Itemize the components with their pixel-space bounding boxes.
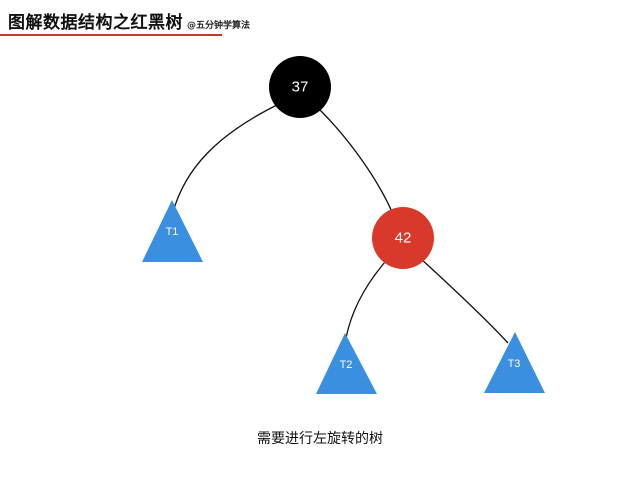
subtree-t3: T3: [484, 332, 545, 393]
subtree-t1-label: T1: [166, 226, 179, 238]
node-42: 42: [372, 207, 434, 269]
subtree-t2: T2: [316, 333, 377, 394]
title-underline: [0, 34, 222, 36]
subtree-t2-triangle: [316, 333, 377, 394]
subtree-t1: T1: [142, 200, 203, 262]
node-37: 37: [269, 56, 331, 118]
diagram-caption: 需要进行左旋转的树: [257, 431, 383, 447]
node-37-circle: [269, 56, 331, 118]
edge-37-t1: [172, 102, 282, 213]
subtree-t1-triangle: [142, 200, 203, 262]
subtree-t3-triangle: [484, 332, 545, 393]
edge-37-42: [319, 109, 393, 213]
node-42-circle: [372, 207, 434, 269]
subtree-t2-label: T2: [340, 359, 353, 371]
subtree-t3-label: T3: [508, 358, 521, 370]
author-handle: @五分钟学算法: [187, 21, 251, 31]
page-title: 图解数据结构之红黑树: [8, 13, 183, 33]
node-37-label: 37: [292, 79, 309, 96]
node-42-label: 42: [395, 230, 412, 247]
edge-42-t2: [345, 261, 386, 339]
edge-42-t3: [419, 257, 509, 344]
header: 图解数据结构之红黑树 @五分钟学算法: [8, 8, 250, 33]
